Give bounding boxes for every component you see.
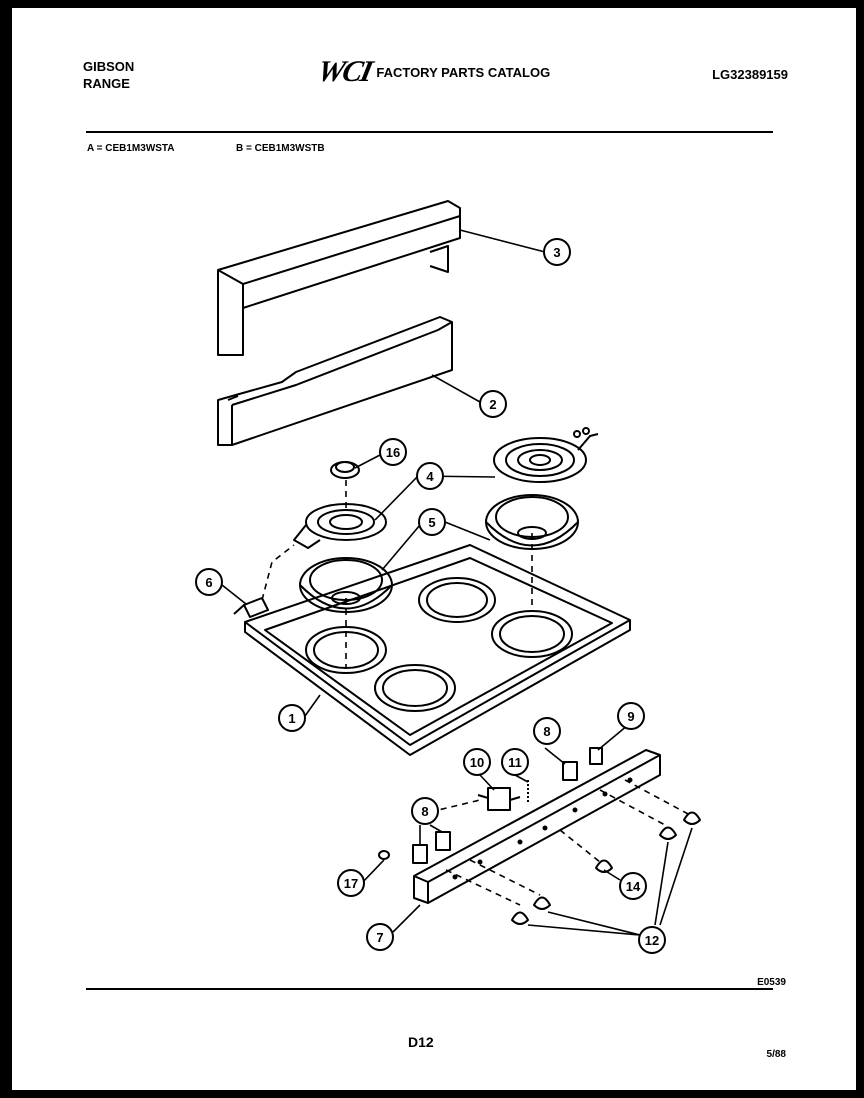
callout-2: 2 [479,390,507,418]
callout-6: 6 [195,568,223,596]
svg-text:8: 8 [421,804,428,819]
callout-3: 3 [543,238,571,266]
model-b-label: B = CEB1M3WSTB [236,143,325,154]
svg-text:10: 10 [470,755,484,770]
svg-text:8: 8 [543,724,550,739]
svg-text:12: 12 [645,933,659,948]
callout-labels: 3 2 16 4 5 6 1 8 [195,238,666,954]
infinite-switch-part [477,787,521,811]
backguard-base-part [217,316,453,446]
callout-8-lower: 8 [411,797,439,825]
control-panel-part [413,749,661,904]
callout-10: 10 [463,748,491,776]
model-a-label: A = CEB1M3WSTA [87,143,175,154]
illustration-code: E0539 [757,977,786,988]
svg-text:1: 1 [288,711,295,726]
catalog-number: LG32389159 [712,67,788,82]
header-rule [86,131,773,133]
svg-text:11: 11 [508,755,522,770]
footer-rule [86,988,773,990]
svg-text:5: 5 [428,515,435,530]
page-number: D12 [408,1034,434,1050]
svg-text:7: 7 [376,930,383,945]
callout-7: 7 [366,923,394,951]
callout-4: 4 [416,462,444,490]
clip-part [378,850,390,860]
brand-name: GIBSON [83,59,135,74]
svg-text:6: 6 [205,575,212,590]
revision-date: 5/88 [766,1049,786,1060]
leader-lines [221,229,693,936]
backguard-top-part [217,200,461,356]
svg-text:14: 14 [626,879,641,894]
svg-text:4: 4 [426,469,434,484]
svg-text:2: 2 [489,397,496,412]
assembly-lines [261,480,691,906]
catalog-page [12,8,856,1090]
callout-9: 9 [617,702,645,730]
svg-text:9: 9 [627,709,634,724]
terminal-block-part [233,597,269,618]
callout-17: 17 [337,869,365,897]
catalog-title: FACTORY PARTS CATALOG [376,64,551,80]
callout-8-upper: 8 [533,717,561,745]
element-ring-part [330,461,360,479]
callout-16: 16 [379,438,407,466]
svg-text:16: 16 [386,445,400,460]
cooktop-part [244,544,631,756]
callout-5: 5 [418,508,446,536]
callout-12: 12 [638,926,666,954]
brand-block: GIBSON RANGE [83,58,134,92]
knob-part [511,811,701,925]
callout-11: 11 [501,748,529,776]
callout-14: 14 [619,872,647,900]
switch-part [412,761,578,864]
callout-1: 1 [278,704,306,732]
svg-text:3: 3 [553,245,560,260]
product-type: RANGE [83,76,130,91]
catalog-header: WCI FACTORY PARTS CATALOG [315,55,551,88]
svg-text:17: 17 [344,876,358,891]
surface-element-part [293,427,599,549]
indicator-light-part [589,747,603,765]
